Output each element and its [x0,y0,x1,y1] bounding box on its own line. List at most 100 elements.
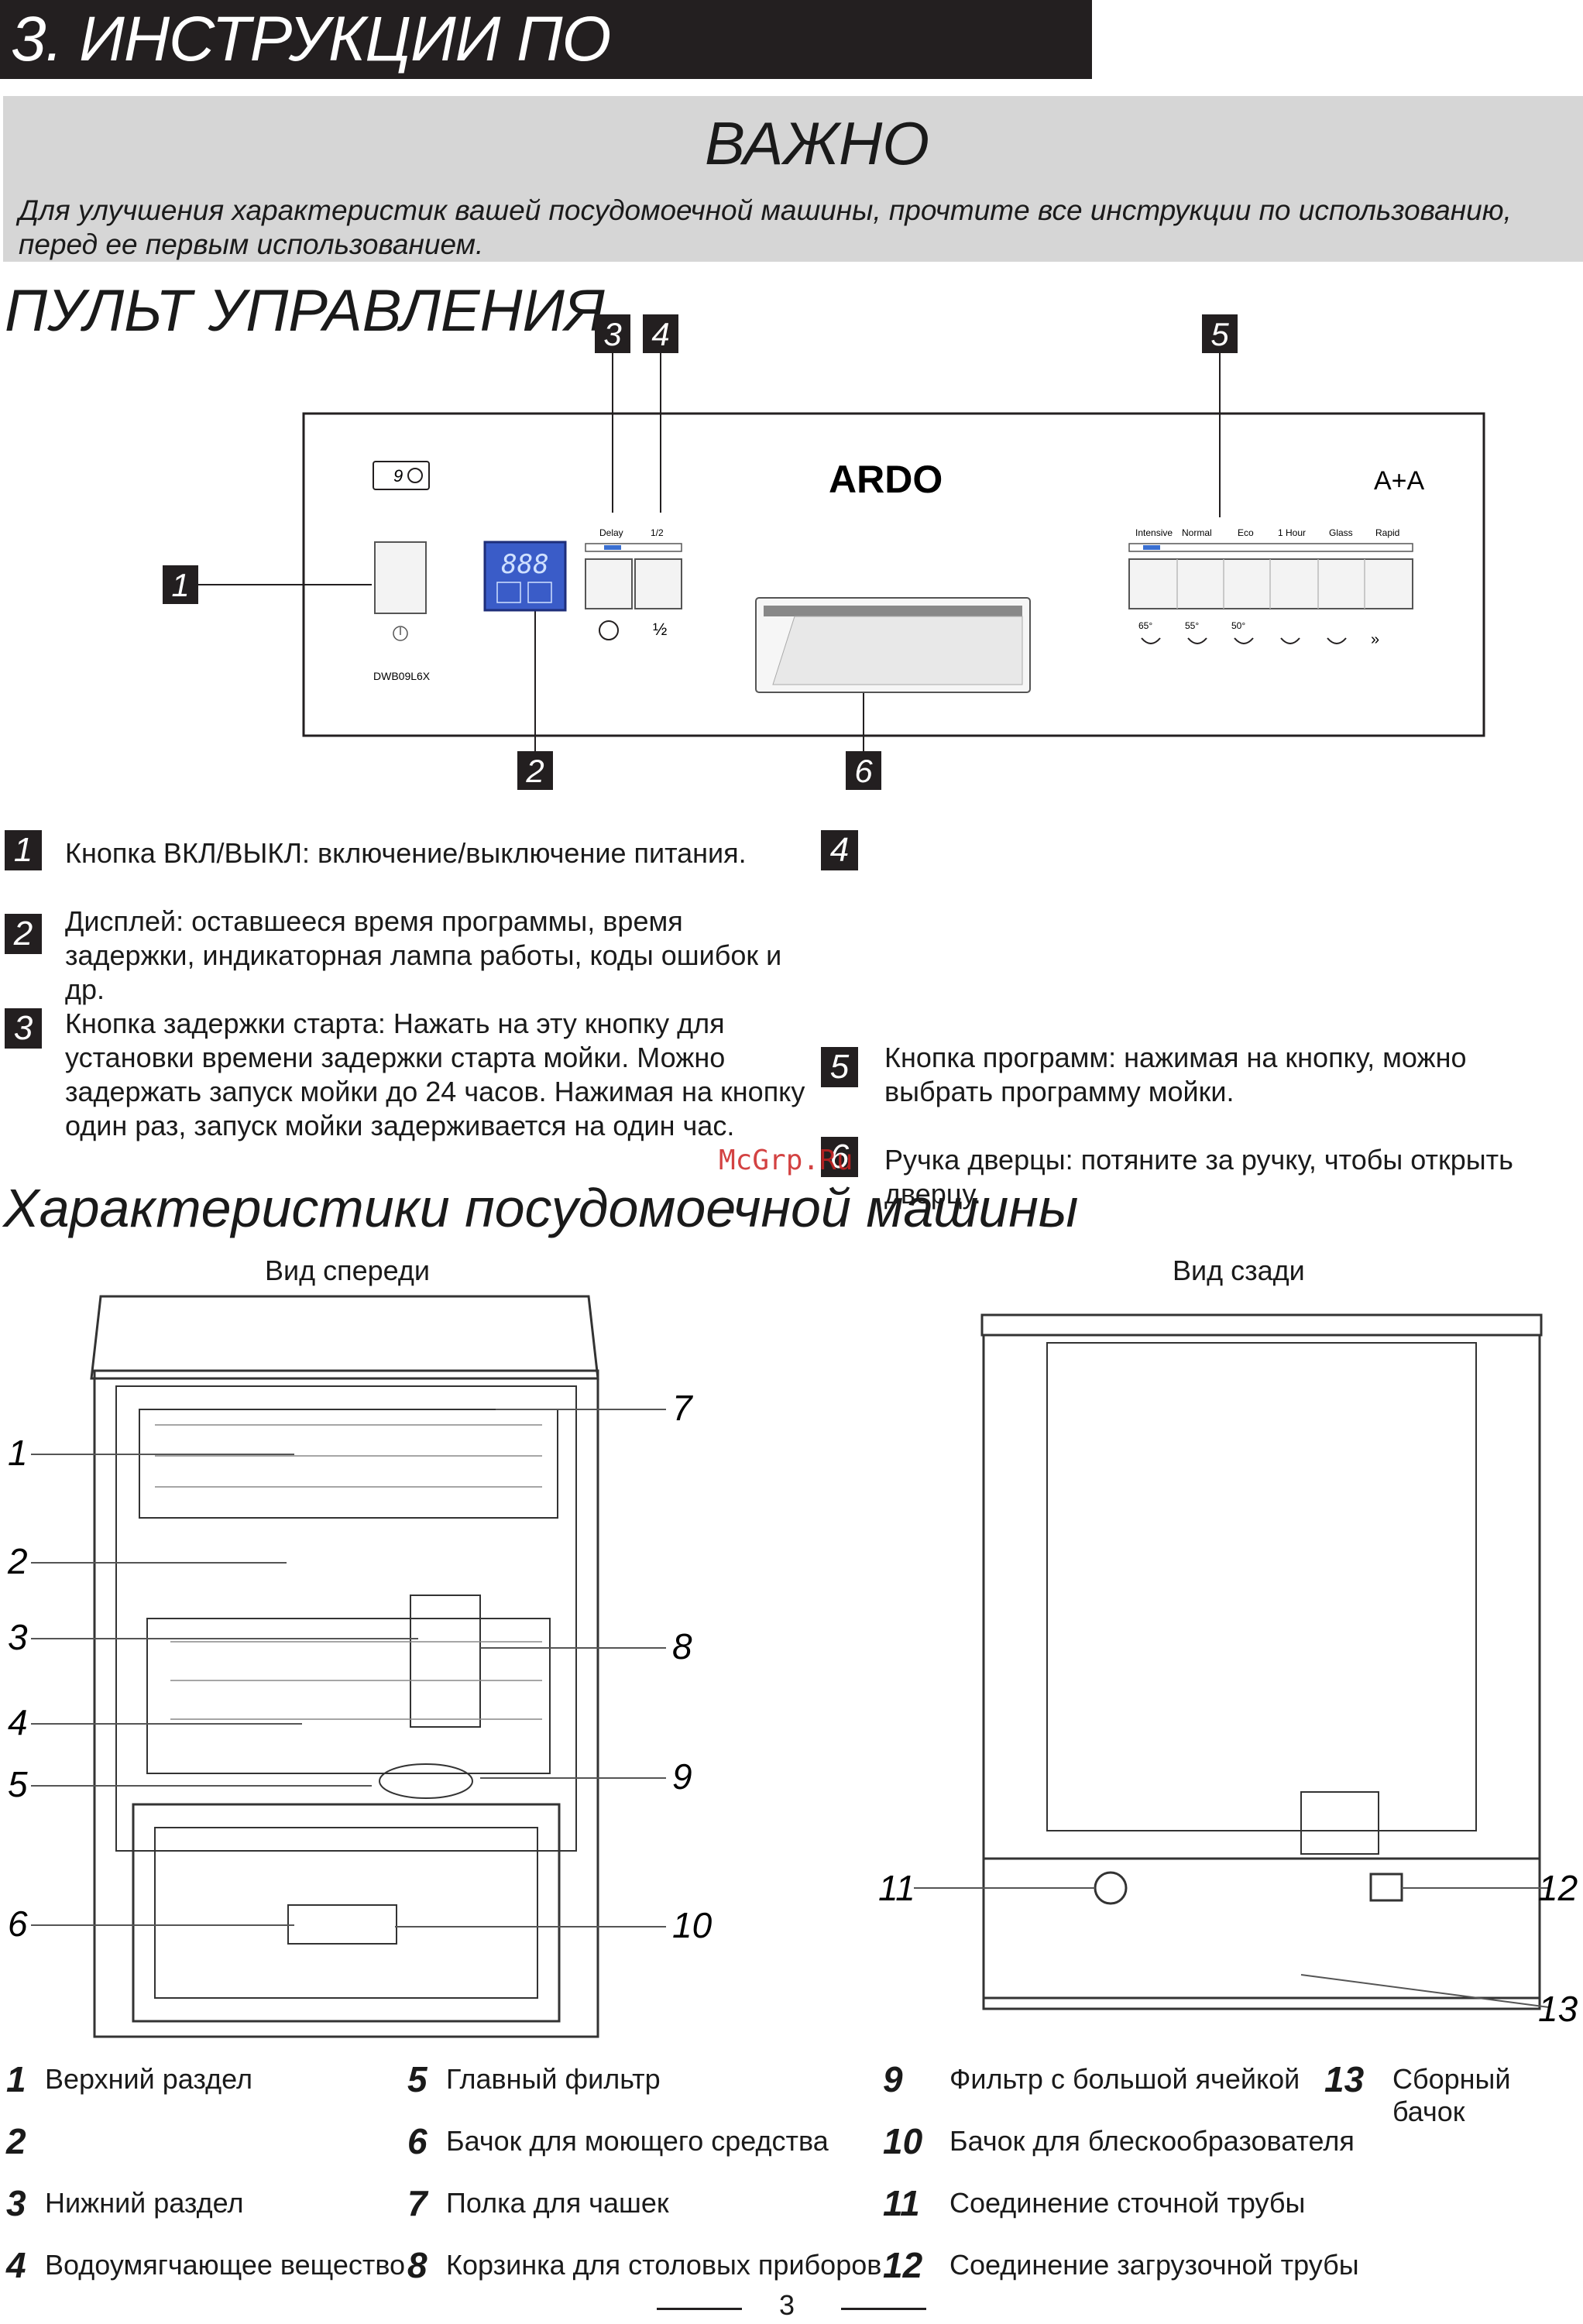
legend-num-9: 9 [883,2059,903,2099]
program-label-normal: Normal [1182,527,1212,538]
legend-num-2: 2 [6,2121,26,2161]
desc-text-2: Дисплей: оставшееся время программы, вре… [65,905,782,1005]
back-frame [982,1334,1541,2010]
callout-box-6 [846,751,881,790]
legend-text-1: Верхний раздел [45,2063,252,2095]
front-callout-9: 9 [672,1756,692,1797]
front-callout-5: 5 [8,1764,28,1804]
legend-num-4: 4 [6,2245,26,2285]
front-callout-2: 2 [7,1541,28,1581]
desc-num-2: 2 [5,914,42,954]
legend-num-8: 8 [407,2245,428,2285]
callout-box-4 [643,314,678,353]
inlet-connection [1369,1873,1403,1902]
legend-text-4: Водоумягчающее вещество [45,2249,406,2281]
legend-num-11: 11 [883,2183,920,2223]
legend-text-13: Сборный бачок [1392,2063,1511,2127]
program-label-glass: Glass [1329,527,1353,538]
back-panel [1046,1342,1477,1831]
page-rule-right [841,2308,926,2310]
callout-box-2 [517,751,553,790]
cutlery-basket [410,1595,481,1728]
desc-text-6: Ручка дверцы: потяните за ручку, чтобы о… [884,1144,1513,1210]
front-callout-8: 8 [672,1626,692,1667]
legend-text-9: Фильтр с большой ячейкой [949,2063,1300,2095]
legend-num-13: 13 [1324,2059,1365,2099]
callout-box-1 [163,565,198,604]
callout-3: 3 [603,316,621,352]
front-callout-6: 6 [8,1903,28,1944]
front-callout-7: 7 [672,1388,693,1428]
temp-eco: 50° [1231,620,1245,631]
legend-text-6: Бачок для моющего средства [446,2125,829,2157]
power-icon [393,626,408,641]
page-number: 3 [779,2289,795,2321]
brand-logo: ARDO [829,458,943,501]
desc-text-1: Кнопка ВКЛ/ВЫКЛ: включение/выключение пи… [65,837,747,869]
drain-connection [1094,1871,1128,1905]
legend-text-10: Бачок для блескообразователя [949,2125,1355,2157]
power-button[interactable] [374,541,427,614]
legend-num-1: 1 [6,2059,26,2099]
energy-class: A+A [1374,466,1425,496]
detergent-dispenser [287,1904,397,1945]
delay-label: Delay [599,527,623,538]
place-settings-value: 9 [393,466,403,486]
temp-intensive: 65° [1138,620,1152,631]
desc-text-3: Кнопка задержки старта: Нажать на эту кн… [65,1008,805,1141]
legend-num-6: 6 [407,2121,428,2161]
front-callout-1: 1 [8,1433,28,1473]
control-panel-title: ПУЛЬТ УПРАВЛЕНИЯ [5,278,605,344]
callout-2: 2 [525,753,544,789]
legend-text-8: Корзинка для столовых приборов [446,2249,882,2281]
legend-num-3: 3 [6,2183,26,2223]
program-label-rapid: Rapid [1375,527,1399,538]
back-view-caption: Вид сзади [1173,1255,1305,1286]
front-view-caption: Вид спереди [265,1255,431,1286]
filter [379,1763,473,1799]
legend-num-7: 7 [407,2183,428,2223]
program-button[interactable] [1128,558,1413,609]
back-callout-11: 11 [878,1868,915,1908]
legend-num-10: 10 [883,2121,923,2161]
desc-num-5: 5 [821,1047,858,1087]
program-label-eco: Eco [1238,527,1254,538]
front-callout-4: 4 [8,1702,28,1742]
callout-6: 6 [854,753,873,789]
half-load-icon: ½ [653,620,667,639]
front-callout-10: 10 [672,1905,713,1945]
back-top [980,1313,1543,1337]
display-digits: 888 [501,549,548,580]
features-title: Характеристики посудомоечной машины [3,1178,1079,1238]
half-load-button[interactable] [634,558,682,609]
desc-text-5: Кнопка программ: нажимая на кнопку, можн… [884,1042,1467,1107]
program-label-1hour: 1 Hour [1278,527,1306,538]
callout-1: 1 [171,567,189,603]
legend-text-3: Нижний раздел [45,2187,244,2219]
base [982,1857,1541,2000]
legend-text-7: Полка для чашек [446,2187,669,2219]
legend-text-12: Соединение загрузочной трубы [949,2249,1359,2281]
legend-text-5: Главный фильтр [446,2063,661,2095]
page-rule-left [657,2308,742,2310]
tub [115,1385,577,1852]
rapid-icon: » [1371,631,1379,648]
delay-button[interactable] [585,558,633,609]
important-title: ВАЖНО [705,109,929,177]
section-header: 3. ИНСТРУКЦИИ ПО ИСПОЛЬЗОВАНИЮ [0,0,1092,153]
control-panel-diagram: 3 4 5 1 2 6 9 DWB09L6X 888 Delay 1/2 ½ A… [163,314,1485,790]
legend-num-5: 5 [407,2059,428,2099]
front-top [90,1295,599,1380]
temp-normal: 55° [1185,620,1199,631]
half-label: 1/2 [651,527,664,538]
upper-basket [139,1409,558,1519]
front-body [93,1369,599,2038]
front-view-diagram: 1 2 3 4 5 6 7 8 9 10 [7,1295,713,2038]
callout-5: 5 [1210,316,1229,352]
delay-icon [599,620,619,640]
back-callout-12: 12 [1538,1868,1578,1908]
program-label-intensive: Intensive [1135,527,1173,538]
watermark: McGrp.Ru [719,1145,853,1176]
back-callout-13: 13 [1538,1989,1578,2029]
legend-text-11: Соединение сточной трубы [949,2187,1306,2219]
